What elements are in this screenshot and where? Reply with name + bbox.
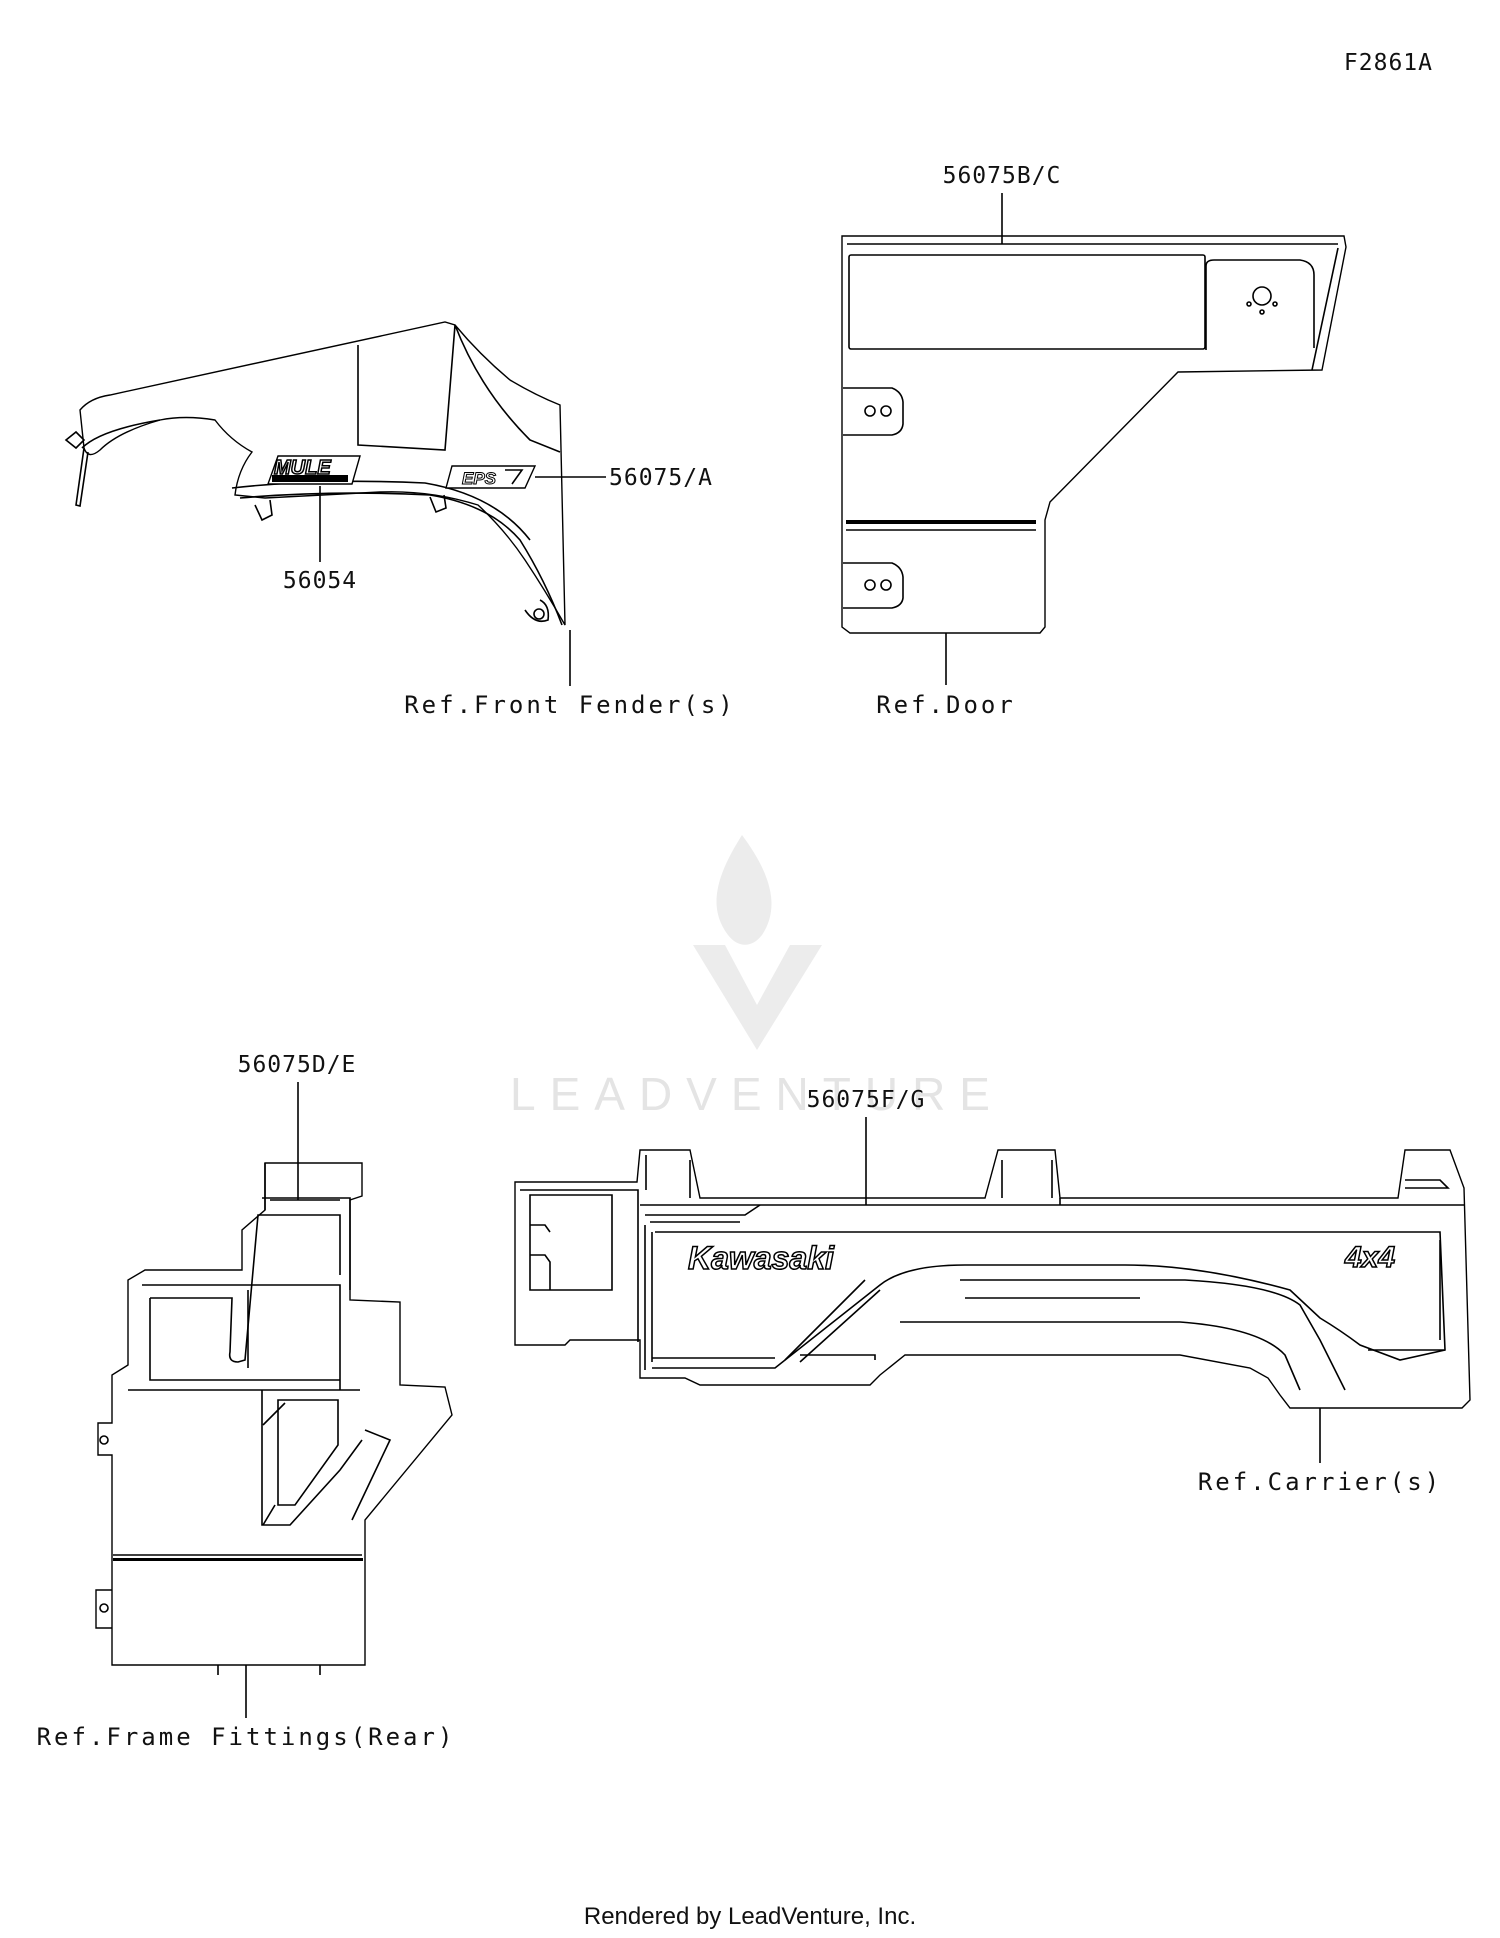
door-drawing [841,235,1347,634]
four-by-four-logo-text: 4x4 [1344,1241,1395,1274]
door-panel [841,235,1347,634]
carrier-drawing: Kawasaki 4x4 [514,1149,1471,1409]
mule-logo-text: MULE [274,457,331,479]
kawasaki-logo-text: Kawasaki [688,1240,835,1276]
callout-56075bc: 56075B/C [943,163,1062,189]
callout-56075fg: 56075F/G [807,1087,926,1113]
front-fender-drawing: MULE EPS [64,321,566,626]
frame-fittings-drawing [95,1162,453,1675]
eps-logo-text: EPS [462,469,497,488]
watermark-flame-icon [716,835,772,945]
watermark-v-icon [693,945,822,1050]
callout-56075a: 56075/A [609,465,713,491]
carrier-side-panel [514,1149,1471,1409]
watermark: LEADVENTURE [510,835,1004,1120]
ref-frame-fittings: Ref.Frame Fittings(Rear) [37,1723,456,1751]
callout-56075de: 56075D/E [238,1052,357,1078]
ref-door: Ref.Door [876,691,1016,719]
ref-front-fender: Ref.Front Fender(s) [404,691,736,719]
callout-56054: 56054 [283,568,357,594]
rendered-by-footer: Rendered by LeadVenture, Inc. [583,1903,917,1930]
figure-code: F2861A [1344,50,1433,76]
watermark-text: LEADVENTURE [510,1068,1004,1120]
ref-carrier: Ref.Carrier(s) [1198,1468,1442,1496]
